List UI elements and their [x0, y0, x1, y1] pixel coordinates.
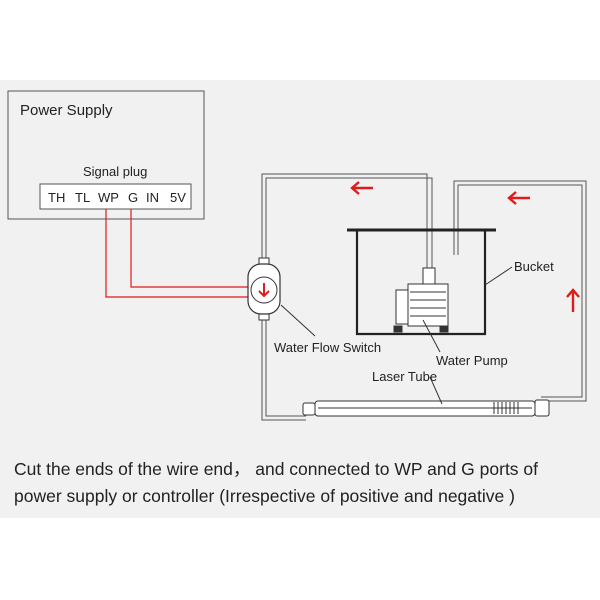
port-th: TH [48, 190, 65, 205]
water-flow-switch-label: Water Flow Switch [274, 340, 381, 355]
power-supply-title: Power Supply [20, 102, 113, 119]
laser-tube-label: Laser Tube [372, 369, 437, 384]
caption-line-2: power supply or controller (Irrespective… [14, 486, 515, 506]
caption-text: Cut the ends of the wire end， and connec… [14, 456, 586, 510]
port-wp: WP [98, 190, 119, 205]
laser-tube [302, 376, 550, 417]
flow-down-arrow-icon [258, 283, 270, 298]
signal-plug-label: Signal plug [83, 164, 147, 179]
signal-plug-box [39, 183, 192, 210]
diagram-panel [0, 80, 600, 518]
left-arrow-icon [507, 191, 530, 205]
wire-wp [105, 209, 251, 298]
water-flow-switch [247, 257, 316, 337]
wire-g [130, 209, 251, 288]
flow-arrows [350, 181, 580, 312]
water-pump-label: Water Pump [436, 353, 508, 368]
port-g: G [128, 190, 138, 205]
port-tl: TL [75, 190, 90, 205]
bucket-label: Bucket [514, 259, 554, 274]
port-in: IN [146, 190, 159, 205]
caption-line-1: Cut the ends of the wire end， and connec… [14, 459, 539, 479]
left-arrow-icon [350, 181, 373, 195]
signal-wires [105, 209, 251, 298]
up-arrow-icon [566, 288, 580, 312]
port-5v: 5V [170, 190, 186, 205]
bucket [347, 228, 513, 336]
water-pump [393, 267, 449, 353]
water-tubes [261, 173, 587, 421]
